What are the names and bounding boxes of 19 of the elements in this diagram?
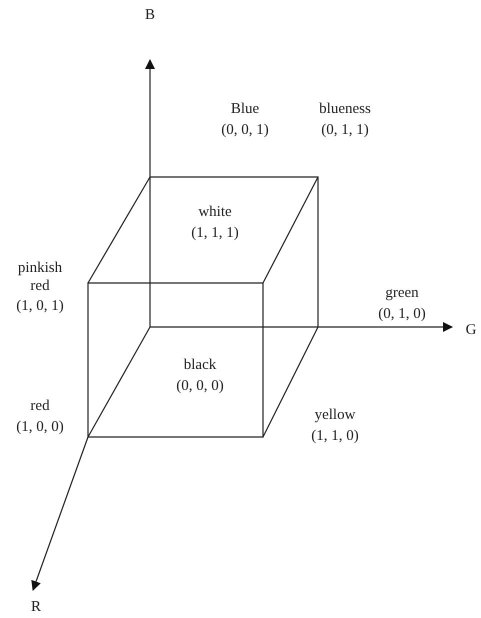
color-name: pinkish red [16,259,64,295]
color-name: blueness [319,100,371,118]
axis-label: B [145,6,155,24]
axis-label: G [466,321,476,339]
color-name: white [198,203,232,221]
color-name: Blue [230,100,260,118]
coordinate-label: (0, 1, 1) [321,121,369,139]
coordinate-label: (1, 1, 0) [311,427,359,445]
coordinate-label: (1, 0, 1) [16,297,64,315]
coordinate-label: (1, 1, 1) [191,224,239,242]
color-name: black [184,356,216,374]
coordinate-label: (0, 1, 0) [378,305,426,323]
coordinate-label: (1, 0, 0) [16,418,64,436]
color-name: yellow [314,406,356,424]
color-name: red [30,397,50,415]
coordinate-label: (0, 0, 1) [221,121,269,139]
coordinate-label: (0, 0, 0) [176,377,224,395]
axis-label: R [31,598,41,616]
color-name: green [385,284,419,302]
